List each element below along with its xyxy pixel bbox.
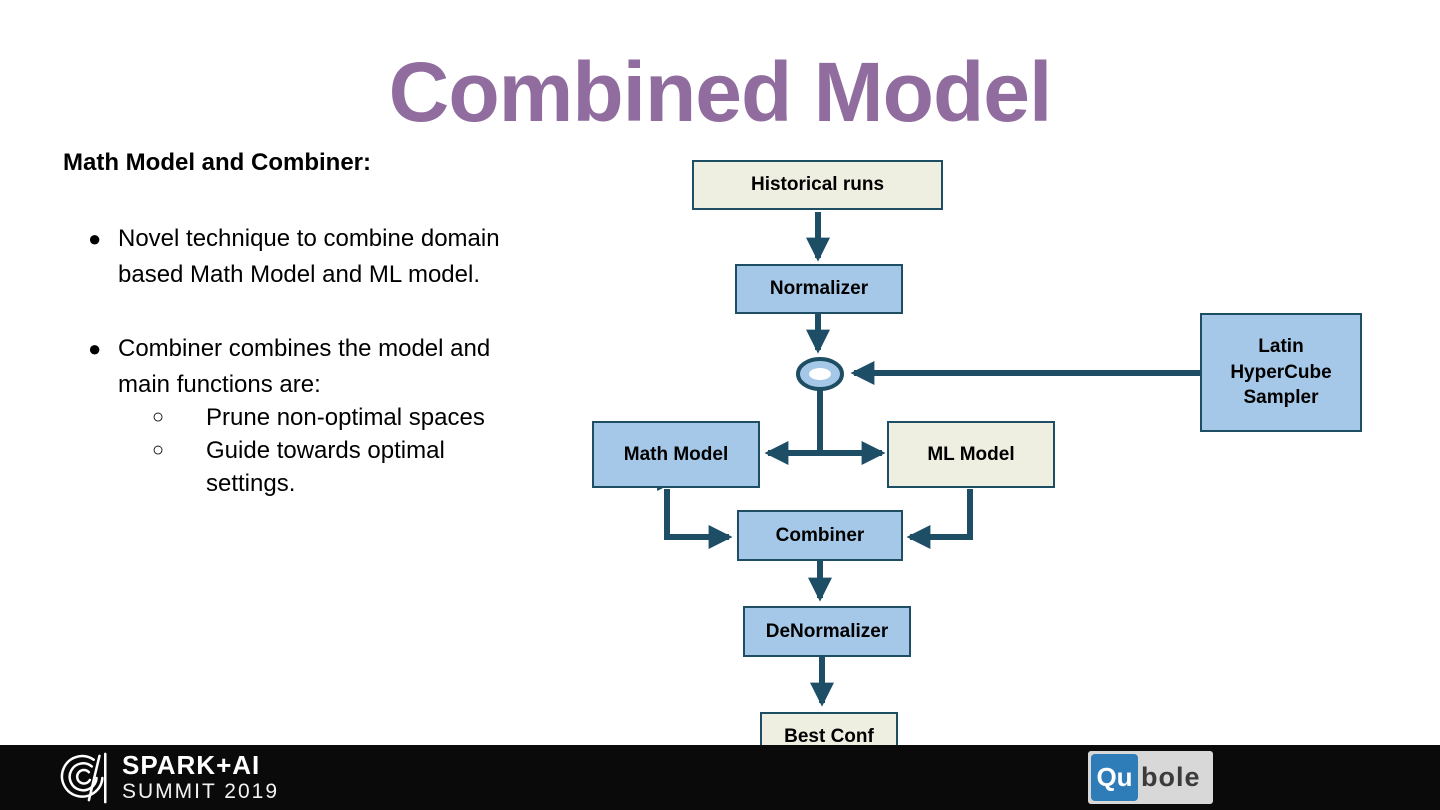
bullet-item: ● Novel technique to combine domain base… (88, 221, 518, 293)
conference-name: SPARK+AI (122, 750, 261, 781)
bullet-text: Novel technique to combine domain based … (118, 225, 500, 288)
qubole-logo: Qu bole (1088, 751, 1213, 804)
conference-logo-text: SPARK+AI SUMMIT 2019 (122, 750, 279, 803)
node-normalizer: Normalizer (735, 264, 903, 314)
section-heading: Math Model and Combiner: (63, 149, 371, 176)
sub-bullet-icon: ○ (152, 406, 165, 428)
sub-bullet-text: Prune non-optimal spaces (206, 404, 485, 431)
node-math-model: Math Model (592, 421, 760, 488)
sub-bullet-item: ○ Prune non-optimal spaces (152, 401, 506, 434)
bullet-text: Combiner combines the model and main fun… (118, 335, 491, 398)
bullet-icon: ● (88, 226, 102, 251)
node-combiner: Combiner (737, 510, 903, 561)
node-denormalizer: DeNormalizer (743, 606, 911, 657)
node-latin-hypercube-sampler: Latin HyperCube Sampler (1200, 313, 1362, 432)
arrow-ml-to-combiner (906, 489, 973, 549)
bullet-icon: ● (88, 336, 102, 361)
spark-ai-summit-logo-icon (60, 752, 107, 803)
junction-ellipse (796, 357, 844, 391)
sub-bullet-icon: ○ (152, 439, 165, 461)
sub-bullet-item: ○ Guide towards optimal settings. (152, 434, 506, 500)
page-title: Combined Model (388, 45, 1053, 139)
node-ml-model: ML Model (887, 421, 1055, 488)
arrow-math-to-combiner (664, 489, 733, 549)
qubole-logo-text: bole (1141, 762, 1201, 792)
junction-ellipse-center (809, 368, 831, 380)
node-label: Latin HyperCube Sampler (1230, 336, 1332, 409)
sub-bullet-text: Guide towards optimal settings. (206, 437, 445, 497)
qubole-logo-mark: Qu (1091, 754, 1138, 801)
node-historical-runs: Historical runs (692, 160, 943, 210)
bullet-item: ● Combiner combines the model and main f… (88, 331, 518, 403)
spark-ai-summit-logo: SPARK+AI SUMMIT 2019 (60, 750, 279, 804)
footer-bar: SPARK+AI SUMMIT 2019 Qu bole (0, 745, 1440, 810)
conference-year: SUMMIT 2019 (122, 779, 279, 803)
